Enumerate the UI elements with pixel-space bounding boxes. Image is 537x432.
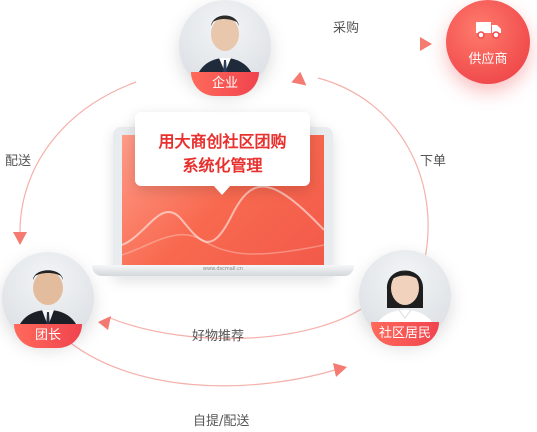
- leader-node: 团长: [2, 252, 94, 348]
- purchase-arrow: [420, 37, 432, 51]
- order-arc: [317, 77, 429, 259]
- recommend-label: 好物推荐: [192, 329, 245, 344]
- order-arrow: [291, 71, 307, 86]
- recommend-arc: [109, 299, 375, 340]
- delivery-arrow: [13, 232, 27, 245]
- resident-node: 社区居民: [359, 250, 451, 346]
- resident-tag: 社区居民: [371, 322, 439, 346]
- purchase-label: 采购: [333, 21, 360, 36]
- supplier-label: 供应商: [468, 52, 508, 67]
- recommend-arrow: [98, 316, 111, 330]
- delivery-arc: [19, 81, 137, 233]
- headline-line-2: 系统化管理: [182, 156, 263, 175]
- headline-line-1: 用大商创社区团购: [158, 132, 287, 151]
- delivery-label: 配送: [5, 154, 32, 169]
- pickup-arrow: [333, 363, 347, 377]
- laptop-url: www.dscmall.cn: [202, 266, 244, 272]
- enterprise-node: 企业: [179, 0, 271, 96]
- pickup-arc: [61, 335, 336, 387]
- laptop-base: [92, 265, 354, 276]
- wave-graphic: [122, 185, 324, 256]
- order-label: 下单: [420, 154, 447, 169]
- leader-tag: 团长: [14, 324, 82, 348]
- supplier-node: 供应商: [446, 0, 530, 84]
- truck-icon: [476, 22, 501, 39]
- headline-bubble: 用大商创社区团购 系统化管理: [135, 112, 310, 195]
- pickup-delivery-label: 自提/配送: [193, 414, 250, 429]
- enterprise-tag: 企业: [191, 72, 259, 96]
